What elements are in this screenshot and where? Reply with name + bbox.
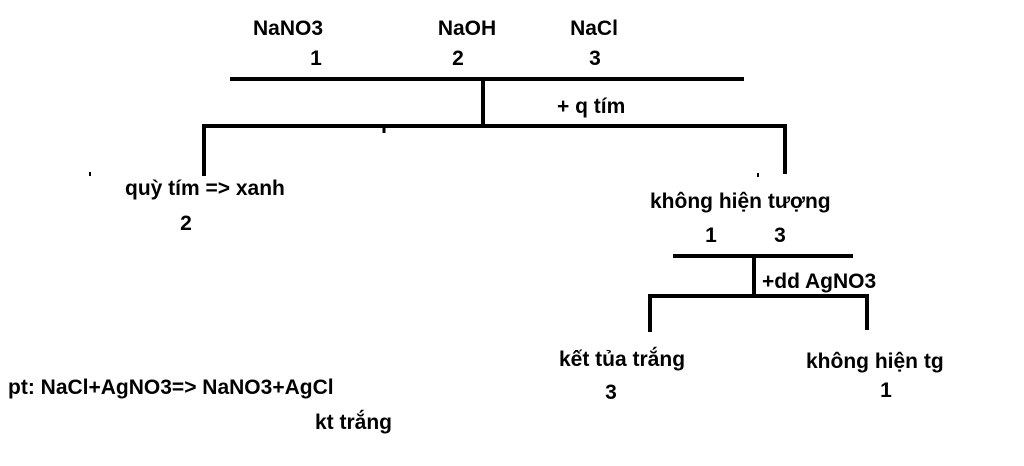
step-1-label: + q tím: [557, 95, 625, 118]
sub-left-number: 3: [605, 381, 617, 404]
reagent-3-formula: NaCl: [570, 17, 618, 40]
left-result: quỳ tím => xanh: [125, 177, 285, 200]
reagent-2-formula: NaOH: [438, 17, 496, 40]
equation-note: kt trắng: [315, 410, 392, 434]
step-2-label: +dd AgNO3: [762, 270, 876, 293]
right-number-1: 1: [705, 224, 717, 247]
right-result: không hiện tượng: [650, 190, 831, 213]
right-number-2: 3: [774, 224, 786, 247]
reagent-1-number: 1: [310, 47, 322, 70]
reagent-2-number: 2: [452, 47, 464, 70]
reagent-3-number: 3: [589, 47, 601, 70]
sub-right-result: không hiện tg: [806, 350, 944, 373]
sub-right-number: 1: [880, 379, 892, 402]
sub-left-result: kết tủa trắng: [559, 347, 685, 371]
reagent-1-formula: NaNO3: [253, 17, 323, 40]
equation-text: pt: NaCl+AgNO3=> NaNO3+AgCl: [8, 376, 334, 399]
left-number: 2: [180, 212, 192, 235]
